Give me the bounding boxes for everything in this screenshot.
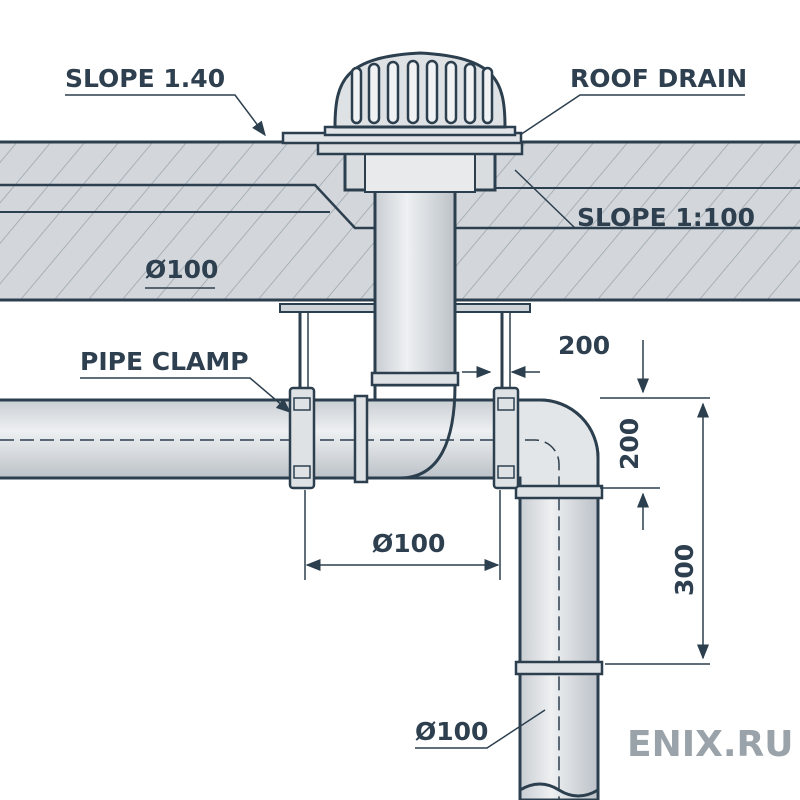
label-slope-left: SLOPE 1.40 <box>65 64 225 93</box>
label-dim-drop: 300 <box>670 544 699 596</box>
label-diameter-slab: Ø100 <box>145 255 218 284</box>
label-slope-right: SLOPE 1:100 <box>577 203 755 232</box>
label-roof-drain: ROOF DRAIN <box>570 64 747 93</box>
leader-lines <box>65 94 745 749</box>
drain-downpipe <box>370 183 460 387</box>
label-dim-offset: 200 <box>558 331 610 360</box>
label-pipe-clamp: PIPE CLAMP <box>80 347 249 376</box>
label-diameter-vertical: Ø100 <box>415 717 488 746</box>
roof-drain <box>281 51 524 193</box>
label-dim-elbow: 200 <box>615 418 644 470</box>
watermark: ENIX.RU <box>627 724 794 765</box>
horizontal-pipe <box>0 384 542 484</box>
elbow-and-vertical-pipe <box>503 398 604 800</box>
label-diameter-horizontal: Ø100 <box>372 529 445 558</box>
pipe-clamps <box>288 386 520 490</box>
